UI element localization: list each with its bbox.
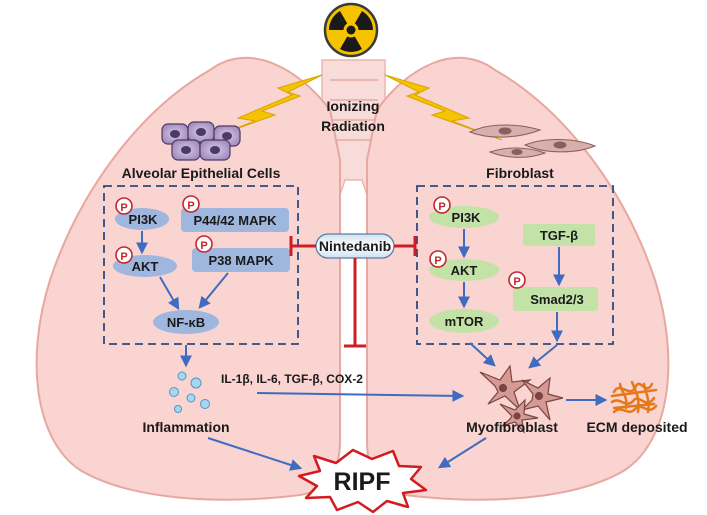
radiation-title: Ionizing (327, 98, 380, 114)
ecm-icon (610, 380, 658, 414)
radiation-icon (323, 2, 379, 58)
inhibition-lines (289, 236, 417, 348)
svg-text:Nintedanib: Nintedanib (319, 238, 391, 254)
svg-text:TGF-β: TGF-β (540, 228, 578, 243)
phospho-marker: P (182, 195, 200, 213)
inflammation-label: Inflammation (142, 419, 229, 435)
svg-text:P44/42 MAPK: P44/42 MAPK (193, 213, 277, 228)
svg-text:PI3K: PI3K (452, 210, 482, 225)
svg-text:P: P (200, 240, 207, 252)
svg-text:P: P (434, 255, 441, 267)
left-panel-title: Alveolar Epithelial Cells (122, 165, 281, 181)
drug-nintedanib: Nintedanib (315, 233, 395, 259)
radiation-title-line2: Radiation (321, 118, 385, 134)
ripf-burst: RIPF (297, 448, 428, 514)
lightning-right-icon (384, 74, 503, 141)
phospho-marker: P (508, 271, 526, 289)
node-left-nfkb: NF-κB (153, 310, 219, 334)
svg-text:P38 MAPK: P38 MAPK (208, 253, 274, 268)
left-pathway-arrows (136, 231, 229, 311)
right-pathway-arrows (458, 229, 565, 343)
epithelial-cells-icon (161, 121, 241, 161)
phospho-marker: P (195, 235, 213, 253)
cytokines-label: IL-1β, IL-6, TGF-β, COX-2 (221, 372, 363, 386)
svg-text:P: P (187, 200, 194, 212)
phospho-marker: P (429, 250, 447, 268)
svg-text:PI3K: PI3K (129, 212, 159, 227)
node-right-tgfb: TGF-β (523, 224, 595, 246)
node-left-p4442-mapk: P44/42 MAPK (181, 208, 289, 232)
downstream-arrows (180, 342, 608, 471)
right-panel-title: Fibroblast (486, 165, 554, 181)
svg-text:P: P (120, 202, 127, 214)
ripf-label: RIPF (334, 468, 391, 496)
node-right-smad23: Smad2/3 (513, 287, 598, 311)
left-lung (35, 56, 341, 501)
phospho-marker: P (433, 196, 451, 214)
myofibroblast-label: Myofibroblast (466, 419, 558, 435)
node-left-p38-mapk: P38 MAPK (192, 248, 290, 272)
svg-text:AKT: AKT (132, 259, 159, 274)
ecm-label: ECM deposited (586, 419, 687, 435)
svg-text:NF-κB: NF-κB (167, 315, 205, 330)
myofibroblast-icon (479, 364, 564, 434)
phospho-marker: P (115, 197, 133, 215)
left-pathway-box (103, 185, 299, 345)
fibroblast-icon (468, 124, 597, 158)
svg-text:P: P (513, 276, 520, 288)
svg-text:mTOR: mTOR (445, 314, 484, 329)
node-right-akt: AKT (429, 259, 499, 281)
svg-text:P: P (120, 251, 127, 263)
phospho-marker: P (115, 246, 133, 264)
node-right-mtor: mTOR (429, 309, 499, 333)
right-pathway-box (416, 185, 614, 345)
svg-text:Smad2/3: Smad2/3 (530, 292, 583, 307)
svg-text:P: P (438, 201, 445, 213)
inflammation-icon (169, 371, 210, 413)
svg-text:AKT: AKT (451, 263, 478, 278)
